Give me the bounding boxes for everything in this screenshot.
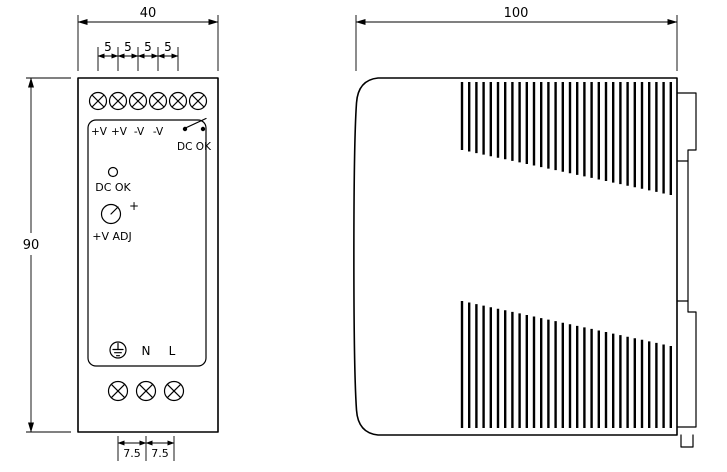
dim-depth-label: 100 <box>504 6 529 21</box>
knob-slot-icon <box>110 206 119 215</box>
dim-pitch-label: 5 <box>104 40 112 54</box>
top-terminal-block <box>88 91 208 111</box>
dim-height-label: 90 <box>23 238 40 253</box>
terminal-screw-icon <box>135 380 157 402</box>
side-body-outline <box>353 77 678 436</box>
dc-ok-led-icon <box>107 166 119 178</box>
dimension-height: 90 <box>18 77 71 433</box>
terminal-label: +V <box>91 126 108 138</box>
terminal-screw-icon <box>188 91 208 111</box>
terminal-screw-icon <box>163 380 185 402</box>
dim-pitch-label: 5 <box>124 40 132 54</box>
dim-pitch-label: 5 <box>164 40 172 54</box>
neutral-label: N <box>142 344 151 358</box>
adjust-plus-label: + <box>129 199 139 213</box>
terminal-label: +V <box>111 126 128 138</box>
terminal-screw-icon <box>168 91 188 111</box>
vent-slots-bottom <box>460 301 672 428</box>
dim-pitch-label: 5 <box>144 40 152 54</box>
terminal-label: -V <box>134 126 145 138</box>
front-body-outline <box>77 77 219 433</box>
front-face-panel <box>87 119 207 367</box>
dim-width-label: 40 <box>140 6 157 21</box>
dimension-width: 40 <box>77 6 219 71</box>
earth-ground-icon <box>109 341 127 359</box>
led-label: DC OK <box>95 181 131 194</box>
terminal-screw-icon <box>148 91 168 111</box>
dim-bottom-pitch-label: 7.5 <box>151 447 169 460</box>
terminal-screw-icon <box>128 91 148 111</box>
line-label: L <box>169 344 176 358</box>
dimension-terminal-pitch: 5 5 5 5 <box>97 40 179 71</box>
terminal-screw-icon <box>108 91 128 111</box>
dim-bottom-pitch-label: 7.5 <box>123 447 141 460</box>
din-clip-foot <box>680 434 694 448</box>
terminal-label: -V <box>153 126 164 138</box>
bottom-terminal-block <box>107 380 185 402</box>
front-view: +V +V -V -V DC OK DC OK + +V ADJ N L <box>18 6 219 461</box>
adjust-label: +V ADJ <box>92 230 131 243</box>
terminal-screw-icon <box>88 91 108 111</box>
dimension-bottom-pitch: 7.5 7.5 <box>117 436 175 461</box>
voltage-adjust-knob-icon <box>100 203 122 225</box>
relay-contact-label: DC OK <box>177 141 212 153</box>
dc-ok-relay-contact-icon <box>182 117 207 132</box>
vent-slots-top <box>460 82 672 195</box>
side-view: 100 <box>353 6 697 448</box>
din-rail-clip <box>676 92 697 448</box>
dimension-depth: 100 <box>355 6 678 71</box>
terminal-screw-icon <box>107 380 129 402</box>
